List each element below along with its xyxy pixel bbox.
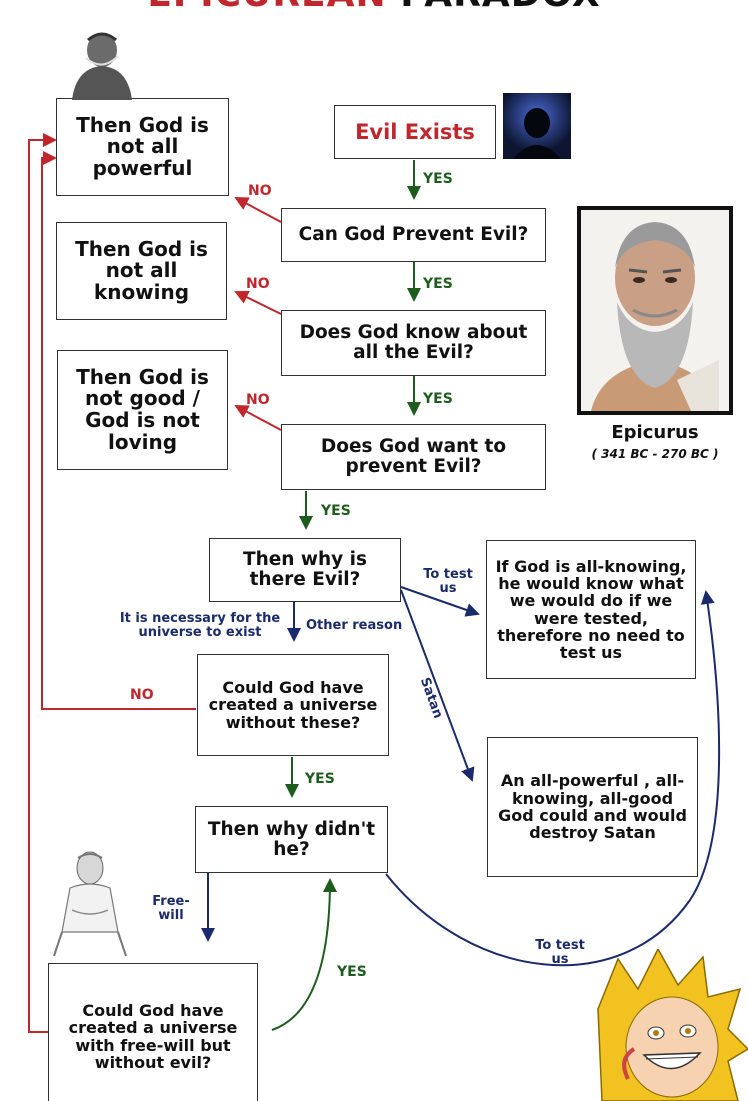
title-part2: PARADOX (400, 0, 600, 15)
node-not-all-knowing-text: Then God is not all knowing (75, 236, 208, 304)
node-could-create: Could God have created a universe withou… (197, 654, 389, 756)
arrow-no-loop-outer (28, 133, 57, 1033)
label-to-test-1: To test us (423, 567, 473, 596)
epicurus-name: Epicurus (611, 422, 699, 443)
label-yes-4: YES (321, 503, 351, 519)
node-know-evil: Does God know about all the Evil? (281, 310, 546, 376)
epicurus-bust-image (581, 210, 729, 411)
label-no-3: NO (246, 392, 270, 408)
node-not-all-knowing: Then God is not all knowing (56, 222, 227, 320)
node-evil-exists: Evil Exists (334, 105, 496, 159)
arrow-yes-6 (271, 878, 337, 1031)
label-no-1: NO (248, 183, 272, 199)
label-yes-5: YES (305, 771, 335, 787)
node-free-will-question: Could God have created a universe with f… (48, 963, 258, 1101)
label-yes-1: YES (423, 171, 453, 187)
worried-person-sketch (72, 32, 132, 100)
arrow-no-1 (234, 197, 282, 223)
label-yes-2: YES (423, 276, 453, 292)
node-evil-exists-text: Evil Exists (355, 119, 475, 144)
arrow-no-loop-inner (41, 151, 196, 710)
node-satan-reply: An all-powerful , all-knowing, all-good … (487, 737, 698, 877)
node-can-god-prevent-text: Can God Prevent Evil? (298, 224, 529, 246)
node-not-good-text: Then God is not good / God is not loving (76, 364, 209, 454)
node-want-prevent: Does God want to prevent Evil? (281, 424, 546, 490)
label-no-4: NO (130, 687, 154, 703)
node-why-evil-text: Then why is there Evil? (242, 549, 368, 590)
epicurus-portrait (577, 206, 733, 415)
node-could-create-text: Could God have created a universe withou… (208, 678, 378, 732)
arrow-satan (400, 589, 475, 782)
label-to-test-2: To test us (535, 938, 585, 967)
node-can-god-prevent: Can God Prevent Evil? (281, 208, 546, 262)
node-why-didnt-text: Then why didn't he? (207, 818, 376, 860)
label-necessary: It is necessary for the universe to exis… (119, 611, 281, 640)
sitting-person-sketch (53, 851, 127, 957)
node-not-all-powerful-text: Then God is not all powerful (76, 112, 209, 180)
node-know-evil-text: Does God know about all the Evil? (299, 322, 528, 363)
page-title: EPICUREAN PARADOX (0, 0, 748, 15)
label-no-2: NO (246, 276, 270, 292)
title-part1: EPICUREAN (147, 0, 386, 15)
grinning-cartoon-character (597, 949, 748, 1101)
arrow-no-3 (234, 405, 282, 431)
shadow-figure-image (503, 93, 571, 159)
label-yes-6: YES (337, 964, 367, 980)
arrow-to-test-loop (385, 590, 721, 967)
node-free-will-question-text: Could God have created a universe with f… (68, 1001, 238, 1072)
node-not-good: Then God is not good / God is not loving (57, 350, 228, 470)
node-want-prevent-text: Does God want to prevent Evil? (320, 436, 507, 477)
node-test-reply-text: If God is all-knowing, he would know wha… (495, 556, 687, 663)
node-test-reply: If God is all-knowing, he would know wha… (486, 540, 696, 679)
label-yes-3: YES (423, 391, 453, 407)
node-satan-reply-text: An all-powerful , all-knowing, all-good … (498, 771, 687, 843)
node-why-didnt: Then why didn't he? (195, 806, 388, 873)
node-why-evil: Then why is there Evil? (209, 538, 401, 602)
label-free-will: Free-will (152, 894, 190, 923)
node-not-all-powerful: Then God is not all powerful (56, 98, 229, 196)
label-other-reason: Other reason (306, 618, 403, 633)
epicurus-dates: ( 341 BC - 270 BC ) (591, 447, 719, 461)
arrow-to-test (400, 586, 480, 617)
arrow-no-2 (234, 290, 282, 315)
